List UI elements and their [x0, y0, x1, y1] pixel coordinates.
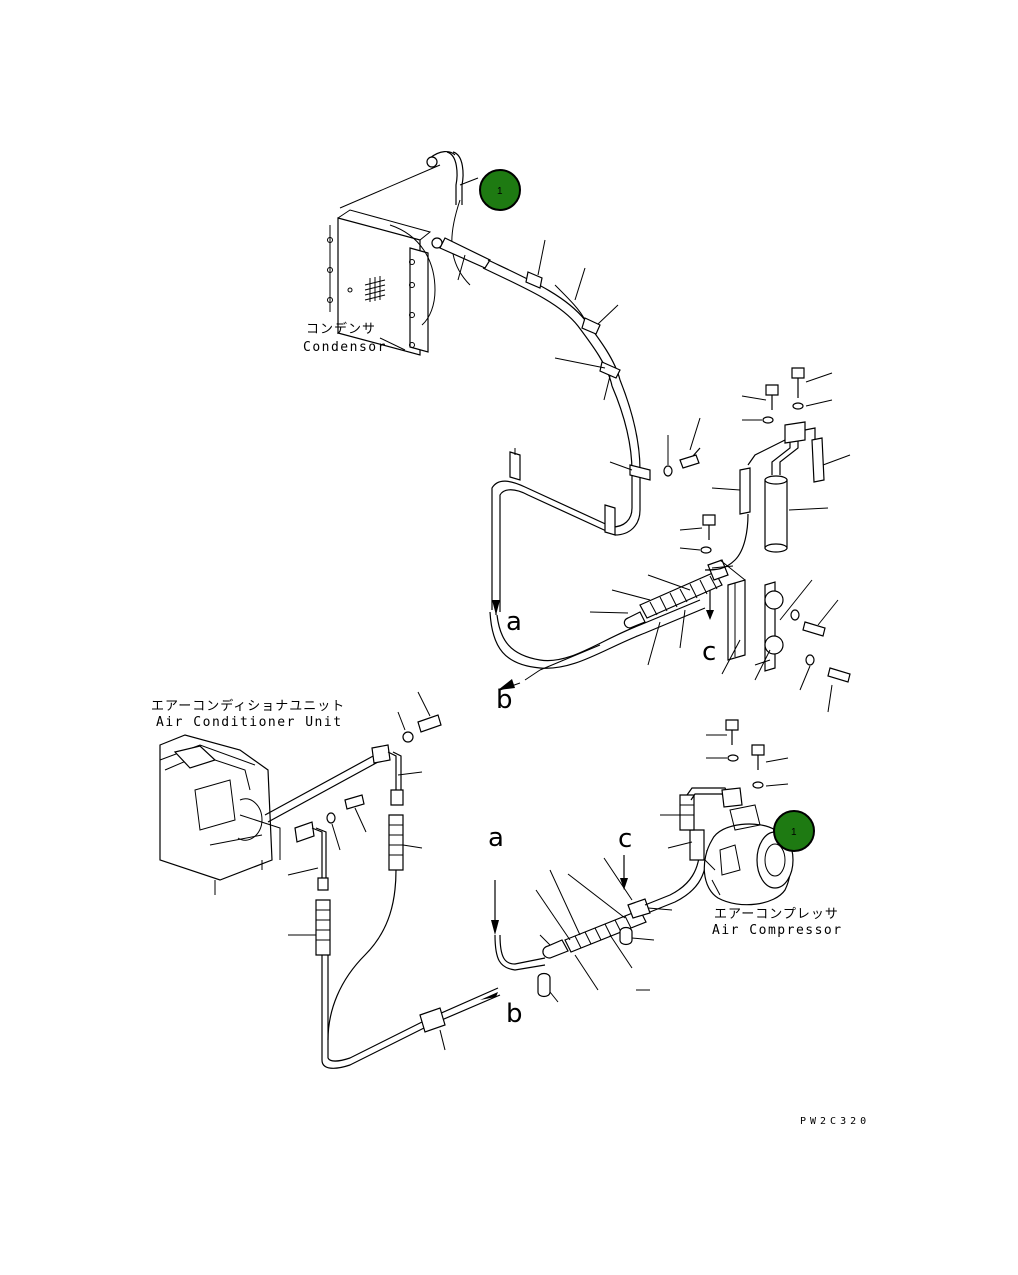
callout-badge-1-bottom[interactable]: 1: [773, 810, 815, 852]
callout-circle: [773, 810, 815, 852]
bottom-hose-run: [264, 691, 789, 1069]
air-conditioner-unit-drawing: [159, 734, 281, 895]
ac-unit-label-en: Air Conditioner Unit: [156, 715, 343, 730]
bracket-assembly: [706, 559, 851, 713]
ref-b-top: b: [496, 685, 513, 715]
compressor-label-en: Air Compressor: [712, 923, 843, 938]
callout-badge-1-top[interactable]: 1: [479, 169, 521, 211]
callout-number: 1: [497, 186, 503, 197]
ref-a-top: a: [506, 607, 522, 637]
receiver-dryer: [663, 367, 851, 571]
compressor-label-jp: エアーコンプレッサ: [714, 907, 839, 922]
callout-circle: [479, 169, 521, 211]
drawing-code: PW2C320: [800, 1116, 870, 1127]
ref-c-top: c: [702, 637, 716, 667]
ref-b-bottom: b: [506, 999, 523, 1029]
condenser-label-en: Condensor: [303, 340, 387, 355]
callout-number: 1: [791, 827, 797, 838]
condenser-label-jp: コンデンサ: [306, 321, 376, 337]
condenser-drawing: [327, 164, 441, 356]
ref-c-bottom: c: [618, 824, 632, 854]
ref-a-bottom: a: [488, 823, 504, 853]
top-hose-run: [426, 151, 851, 713]
ac-unit-label-jp: エアーコンディショナユニット: [151, 698, 345, 714]
